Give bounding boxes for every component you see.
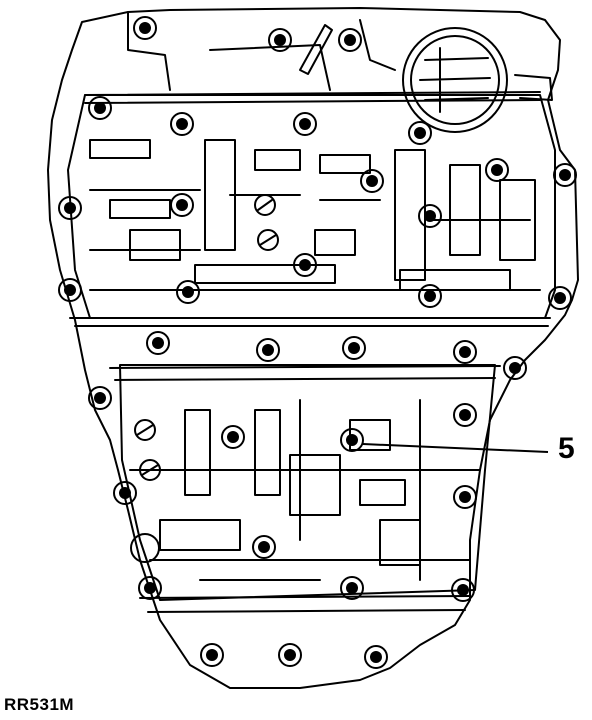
rail bbox=[147, 609, 466, 613]
bolts bbox=[58, 16, 577, 669]
rail bbox=[84, 99, 541, 104]
accumulator-inner bbox=[410, 35, 500, 125]
lower-valve-bores bbox=[129, 399, 481, 581]
rail bbox=[114, 377, 496, 381]
valve-body-outline bbox=[47, 7, 579, 689]
callout-label-5: 5 bbox=[558, 432, 575, 465]
lever bbox=[299, 24, 333, 75]
rail bbox=[109, 365, 501, 369]
top-casting bbox=[359, 19, 396, 71]
bolt bbox=[58, 16, 577, 669]
top-casting bbox=[209, 44, 331, 91]
figure-code: RR531M bbox=[4, 695, 75, 714]
callout-leader-line bbox=[362, 443, 549, 453]
lower-plate-outline bbox=[119, 364, 496, 601]
upper-plate-outline bbox=[67, 94, 556, 319]
bolt-head bbox=[64, 22, 571, 663]
side-lever bbox=[514, 74, 553, 101]
rail bbox=[139, 595, 471, 599]
rail bbox=[84, 91, 541, 96]
top-casting bbox=[127, 11, 171, 91]
upper-valve-bores bbox=[89, 139, 541, 291]
accumulator-detail bbox=[419, 47, 491, 113]
accumulator bbox=[402, 27, 508, 133]
